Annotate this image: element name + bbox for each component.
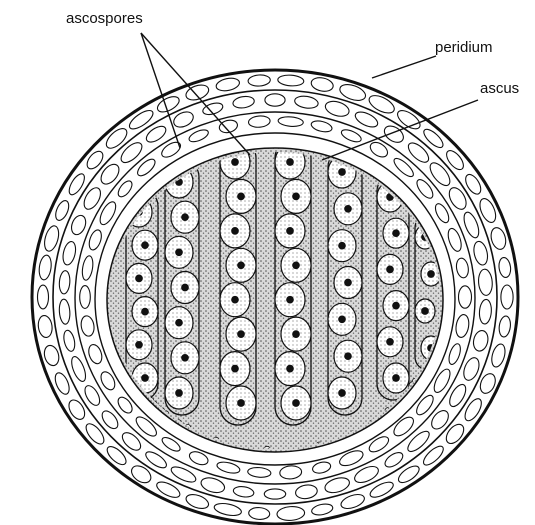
ascospore-nucleus (142, 375, 148, 381)
ascus (328, 150, 362, 415)
ascospore-nucleus (387, 339, 393, 345)
ascospore-nucleus (238, 331, 244, 337)
ascospore-nucleus (232, 365, 238, 371)
ascospore-nucleus (232, 297, 238, 303)
ascospore-nucleus (182, 355, 188, 361)
ascospore-nucleus (238, 262, 244, 268)
ascospore-nucleus (176, 249, 182, 255)
label-ascospores: ascospores (66, 10, 143, 27)
ascospore-nucleus (345, 279, 351, 285)
ascospore-nucleus (232, 159, 238, 165)
ascospore-nucleus (287, 365, 293, 371)
ascospore-nucleus (293, 193, 299, 199)
ascospore-nucleus (387, 266, 393, 272)
ascospore-nucleus (393, 230, 399, 236)
ascospore-nucleus (293, 262, 299, 268)
ascospore-nucleus (176, 320, 182, 326)
ascospore-nucleus (142, 308, 148, 314)
ascospore-nucleus (339, 169, 345, 175)
ascospore-nucleus (293, 400, 299, 406)
ascospore-nucleus (339, 243, 345, 249)
ascospore-nucleus (182, 214, 188, 220)
ascospore-nucleus (393, 302, 399, 308)
ascospore-nucleus (238, 193, 244, 199)
ascus (165, 160, 199, 415)
ascospore-nucleus (287, 228, 293, 234)
ascospore-nucleus (422, 308, 428, 314)
ascospore-nucleus (339, 316, 345, 322)
ascospore-nucleus (293, 331, 299, 337)
ascospore-nucleus (142, 242, 148, 248)
ascospore-nucleus (136, 342, 142, 348)
ascospore-nucleus (287, 297, 293, 303)
ascospore-nucleus (232, 228, 238, 234)
ascospore-nucleus (182, 284, 188, 290)
ascospore-nucleus (176, 390, 182, 396)
label-peridium: peridium (435, 39, 493, 56)
ascus (377, 175, 409, 400)
ascospore-nucleus (428, 271, 434, 277)
ascospore-nucleus (287, 159, 293, 165)
ascus (275, 140, 311, 425)
ascus (220, 140, 256, 425)
ascospore-nucleus (339, 390, 345, 396)
ascospore-nucleus (393, 375, 399, 381)
ascospore-nucleus (345, 206, 351, 212)
ascospore-nucleus (238, 400, 244, 406)
ascospore-nucleus (345, 353, 351, 359)
label-ascus: ascus (480, 80, 519, 97)
leader-line-peridium (372, 56, 436, 78)
ascospore-nucleus (136, 275, 142, 281)
